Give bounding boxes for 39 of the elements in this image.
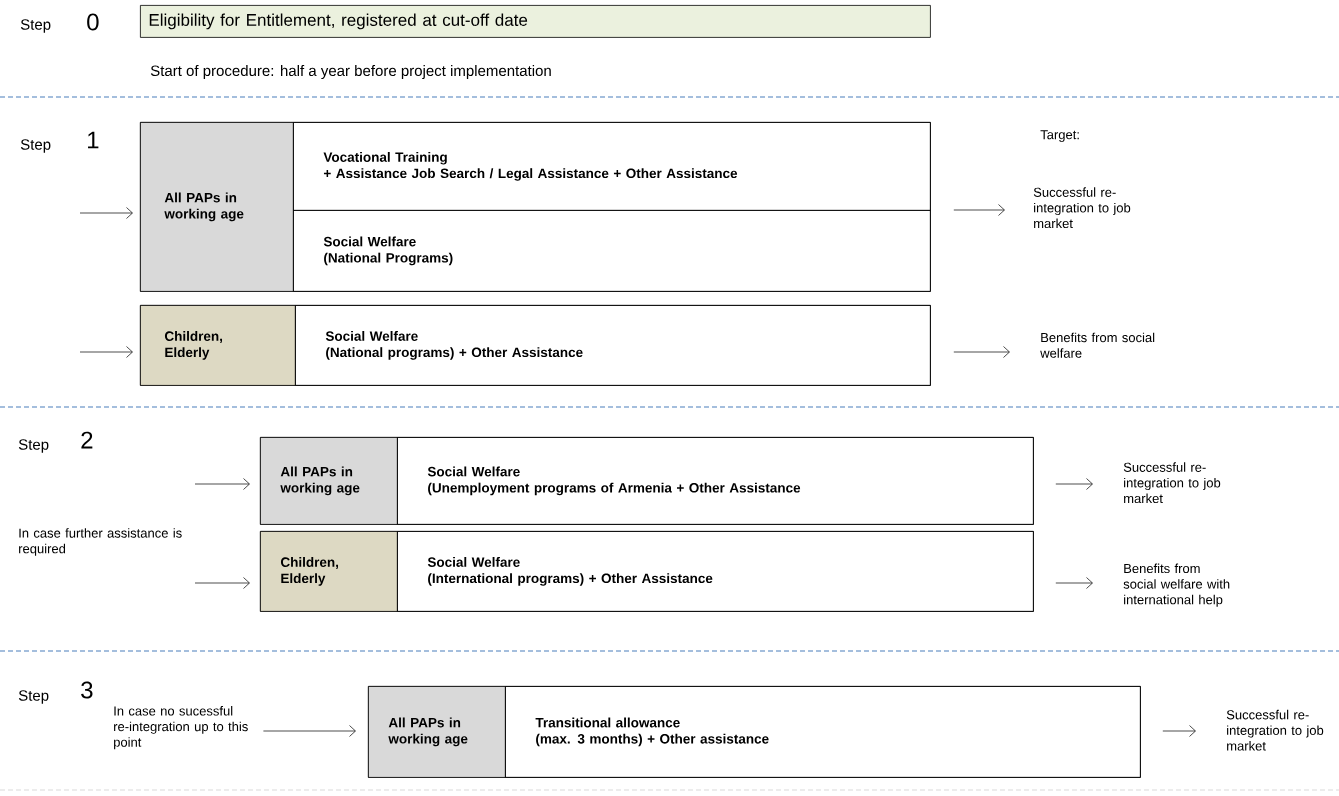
assistance-cell: Transitional allowance (max. 3 months) + Other assistance <box>505 686 1141 778</box>
assistance-cell: Social Welfare (National Programs) <box>293 210 931 292</box>
assistance-cell: Social Welfare (Unemployment programs of Armenia + Other Assistance <box>397 437 1034 525</box>
group-cell: All PAPs in working age <box>260 437 398 525</box>
step-number: 2 <box>81 431 93 449</box>
step-label: Step <box>20 139 51 153</box>
step-label: Step <box>18 439 49 453</box>
group-cell: Children, Elderly <box>140 305 296 386</box>
step-label: Step <box>18 690 49 704</box>
arrow <box>1162 725 1196 737</box>
arrow <box>79 207 133 219</box>
assistance-cell: Social Welfare (National programs) + Other Assistance <box>295 305 931 386</box>
arrow <box>1055 478 1093 490</box>
step-number: 0 <box>87 13 99 31</box>
arrow <box>194 577 250 589</box>
target-heading: Target: <box>1040 130 1079 142</box>
step-number: 3 <box>81 681 93 699</box>
outcome-text: Benefits from social welfare <box>1040 332 1155 358</box>
outcome-text: Successful re-integration to job market <box>1033 187 1131 229</box>
arrow <box>194 478 250 490</box>
outcome-text: Benefits from social welfare with international help <box>1123 563 1230 607</box>
group-cell: Children, Elderly <box>260 531 398 612</box>
arrow <box>953 204 1005 216</box>
arrow <box>263 725 356 737</box>
group-cell: All PAPs in working age <box>140 122 294 292</box>
outcome-text: Successful re-integration to job market <box>1226 709 1324 751</box>
outcome-text: In case no sucessful re-integration up to this point <box>114 706 248 750</box>
step-number: 1 <box>88 131 99 149</box>
title-box: Eligibility for Entitlement, registered at cut-off date <box>140 5 931 38</box>
assistance-cell: Social Welfare (International programs) + Other Assistance <box>397 531 1034 612</box>
group-cell: All PAPs in working age <box>368 686 506 778</box>
condition-text: In case further assistance is required <box>19 528 182 556</box>
step-label: Step <box>20 19 51 33</box>
note-text: Start of procedure: half a year before project implementation <box>150 65 551 79</box>
outcome-text: Successful re-integration to job market <box>1123 462 1221 504</box>
arrow <box>1055 577 1093 589</box>
arrow <box>79 346 133 358</box>
arrow <box>953 346 1010 358</box>
assistance-cell: Vocational Training + Assistance Job Search / Legal Assistance + Other Assistance <box>293 122 931 211</box>
